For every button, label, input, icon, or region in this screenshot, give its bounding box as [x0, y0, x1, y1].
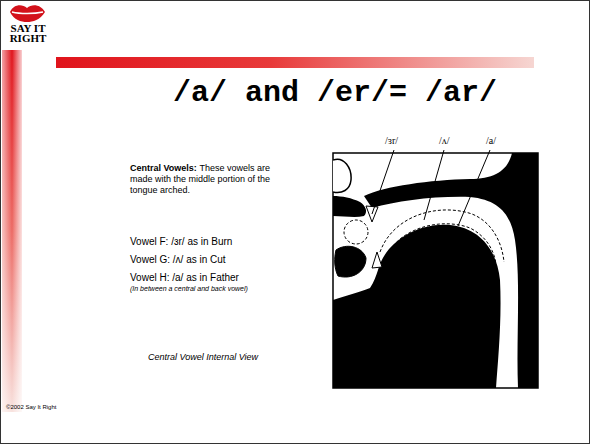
- leader-line: [458, 150, 490, 226]
- lower-tooth: [372, 252, 382, 268]
- logo-lips: [10, 5, 45, 22]
- copyright-note: ©2002 Say It Right: [6, 404, 56, 410]
- copyright-note: ©2002 Say It Right: [6, 404, 56, 410]
- paragraph-heading: Central Vowels:: [130, 163, 197, 173]
- vowel-symbol: /ɜr/: [385, 135, 398, 146]
- logo-text: SAY IT RIGHT: [3, 23, 53, 43]
- slide-title: /a/ and /er/= /ar/: [140, 76, 530, 110]
- nose-outline: [333, 159, 351, 192]
- vowel-symbol: /a/: [486, 135, 496, 146]
- vowel-note: (In between a central and back vowel): [130, 285, 248, 292]
- vowel-line: Vowel F: /ɜr/ as in Burn: [130, 236, 232, 247]
- illustration-frame: [333, 153, 538, 388]
- vowel-line: Vowel G: /ʌ/ as in Cut: [130, 254, 226, 265]
- vowel-line: Vowel G: /ʌ/ as in Cut: [130, 254, 226, 265]
- illustration-caption: Central Vowel Internal View: [148, 352, 258, 362]
- leader-line: [372, 150, 394, 214]
- leader-line: [424, 150, 444, 220]
- vocal-tract-illustration: [333, 153, 538, 388]
- vowel-line: Vowel F: /ɜr/ as in Burn: [130, 236, 232, 247]
- illustration-caption: Central Vowel Internal View: [148, 352, 258, 362]
- vowel-symbol: /a/: [486, 135, 496, 146]
- lip-rounding-dashed: [344, 220, 368, 244]
- vowel-symbol: /ɜr/: [385, 135, 398, 146]
- velum-dashed: [470, 198, 505, 232]
- tongue-and-jaw: [333, 225, 501, 388]
- top-red-band: [56, 57, 534, 68]
- description-paragraph: Central Vowels:These vowels are made wit…: [130, 163, 282, 196]
- logo-name: SAY IT RIGHT: [10, 22, 47, 44]
- vowel-line: Vowel H: /a/ as in Father: [130, 272, 239, 283]
- left-band-shade: [2, 50, 22, 412]
- vowel-note: (In between a central and back vowel): [130, 285, 248, 292]
- lip-dashed-outline: [338, 243, 369, 256]
- logo-lips-line: [12, 12, 43, 14]
- tongue-position-dashed: [398, 239, 476, 252]
- tongue-position-dashed: [390, 224, 496, 264]
- tongue-position-dashed: [380, 210, 504, 262]
- upper-lip: [333, 196, 366, 217]
- left-red-band: [2, 50, 22, 412]
- lower-lip: [335, 246, 366, 277]
- vowel-symbol: /ʌ/: [439, 135, 450, 146]
- vowel-line: Vowel H: /a/ as in Father: [130, 272, 239, 283]
- vowel-symbol: /ʌ/: [439, 135, 450, 146]
